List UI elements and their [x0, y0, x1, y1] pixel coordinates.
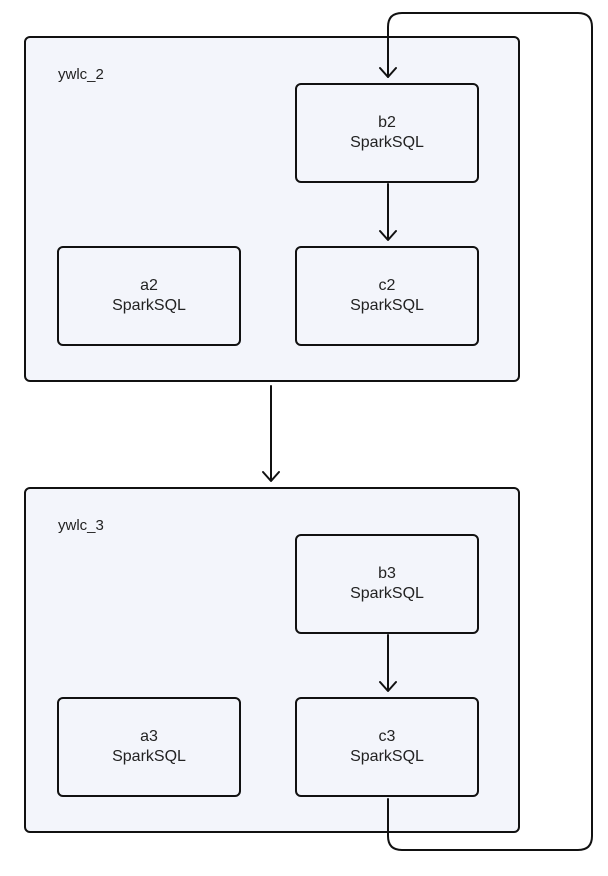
node-b2[interactable]: b2 SparkSQL [295, 83, 479, 183]
node-type: SparkSQL [112, 297, 186, 314]
node-b3[interactable]: b3 SparkSQL [295, 534, 479, 634]
node-name: b3 [378, 565, 396, 582]
node-name: c2 [378, 277, 396, 294]
node-a2[interactable]: a2 SparkSQL [57, 246, 241, 346]
node-c3[interactable]: c3 SparkSQL [295, 697, 479, 797]
node-name: b2 [378, 114, 396, 131]
node-type: SparkSQL [350, 134, 424, 151]
node-type: SparkSQL [112, 748, 186, 765]
node-type: SparkSQL [350, 585, 424, 602]
node-type: SparkSQL [350, 297, 424, 314]
node-c2[interactable]: c2 SparkSQL [295, 246, 479, 346]
group-label: ywlc_3 [58, 517, 104, 534]
node-name: c3 [378, 728, 396, 745]
node-name: a3 [140, 728, 158, 745]
node-type: SparkSQL [350, 748, 424, 765]
group-label: ywlc_2 [58, 66, 104, 83]
node-name: a2 [140, 277, 158, 294]
edge-group2-group3[interactable] [262, 385, 280, 482]
node-a3[interactable]: a3 SparkSQL [57, 697, 241, 797]
